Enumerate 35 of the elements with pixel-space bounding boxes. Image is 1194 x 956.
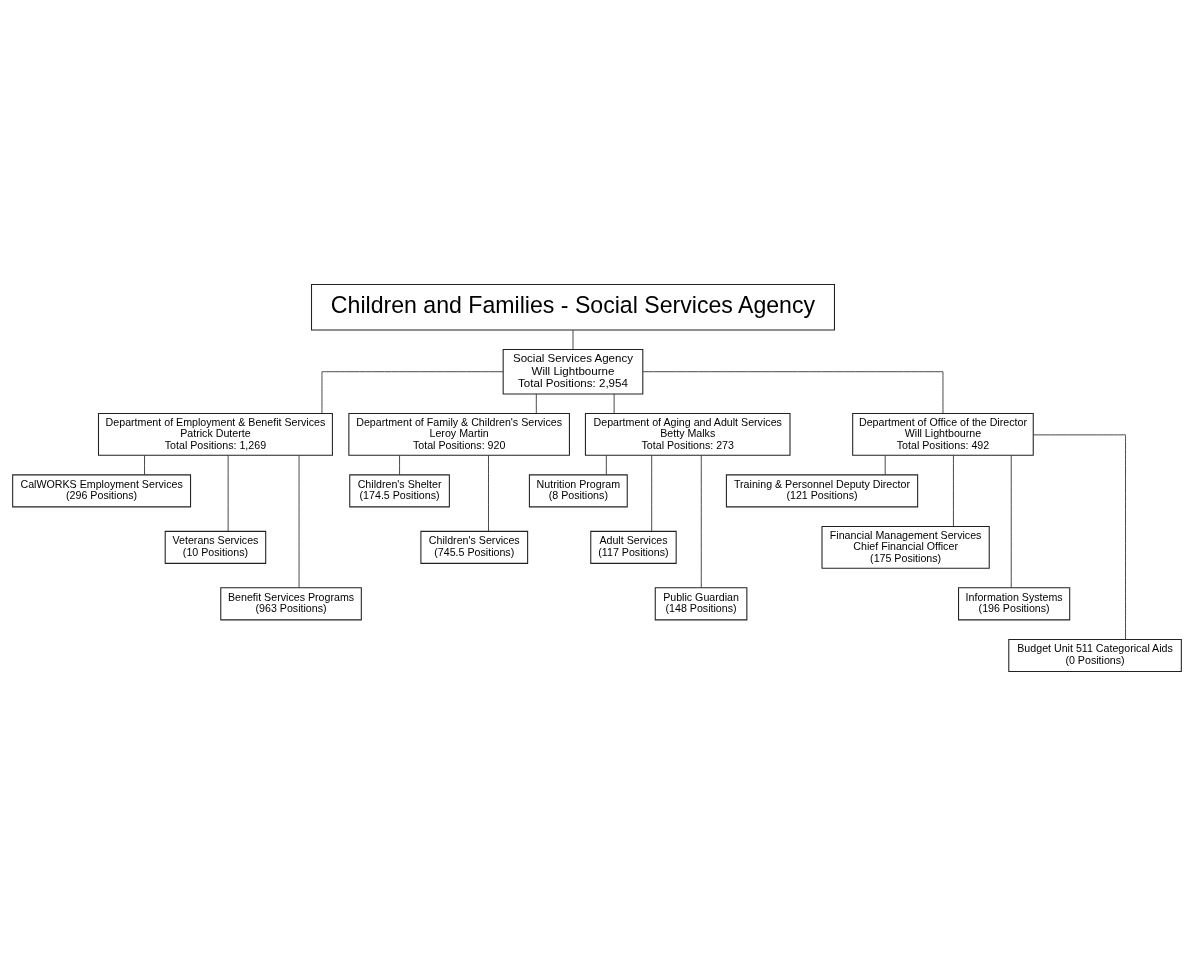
node-box: Children and Families - Social Services Agency bbox=[310, 284, 835, 331]
connector bbox=[144, 455, 145, 476]
connector bbox=[227, 454, 229, 532]
node-box: Financial Management Services Chief Financial Officer (175 Positions) bbox=[821, 525, 990, 569]
node-box: Public Guardian (148 Positions) bbox=[654, 587, 748, 621]
node-box: Department of Office of the Director Will Lightbourne Total Positions: 492 bbox=[852, 413, 1034, 456]
node-box: Benefit Services Programs (963 Positions) bbox=[220, 587, 362, 621]
connector bbox=[399, 455, 400, 476]
connector bbox=[884, 455, 886, 476]
node-box: Training & Personnel Deputy Director (121 Positions) bbox=[725, 474, 919, 508]
connector bbox=[321, 371, 504, 414]
node-box: Department of Employment & Benefit Services Patrick Duterte Total Positions: 1,269 bbox=[97, 413, 333, 456]
node-box: CalWORKS Employment Services (296 Positions) bbox=[12, 474, 192, 508]
connector bbox=[952, 454, 954, 527]
node-box: Information Systems (196 Positions) bbox=[958, 587, 1071, 621]
node-box: Nutrition Program (8 Positions) bbox=[528, 474, 628, 508]
connector bbox=[535, 393, 537, 414]
node-box: Children's Shelter (174.5 Positions) bbox=[349, 474, 450, 508]
connector bbox=[1010, 455, 1012, 589]
connector bbox=[613, 393, 615, 414]
connector bbox=[572, 329, 574, 350]
node-box: Budget Unit 511 Categorical Aids (0 Positions) bbox=[1008, 638, 1182, 672]
node-box: Department of Aging and Adult Services Betty Malks Total Positions: 273 bbox=[584, 413, 791, 456]
connector bbox=[605, 455, 607, 476]
connector bbox=[298, 455, 300, 589]
connector bbox=[700, 455, 702, 589]
connector bbox=[1033, 434, 1126, 640]
node-box: Social Services Agency Will Lightbourne Total Positions: 2,954 bbox=[502, 348, 644, 395]
connector bbox=[651, 454, 653, 532]
node-box: Adult Services (117 Positions) bbox=[590, 530, 677, 564]
node-box: Veterans Services (10 Positions) bbox=[164, 530, 267, 564]
node-box: Department of Family & Children's Services Leroy Martin Total Positions: 920 bbox=[348, 413, 570, 456]
connector bbox=[642, 371, 944, 414]
node-box: Children's Services (745.5 Positions) bbox=[420, 530, 529, 564]
connector bbox=[488, 454, 489, 532]
